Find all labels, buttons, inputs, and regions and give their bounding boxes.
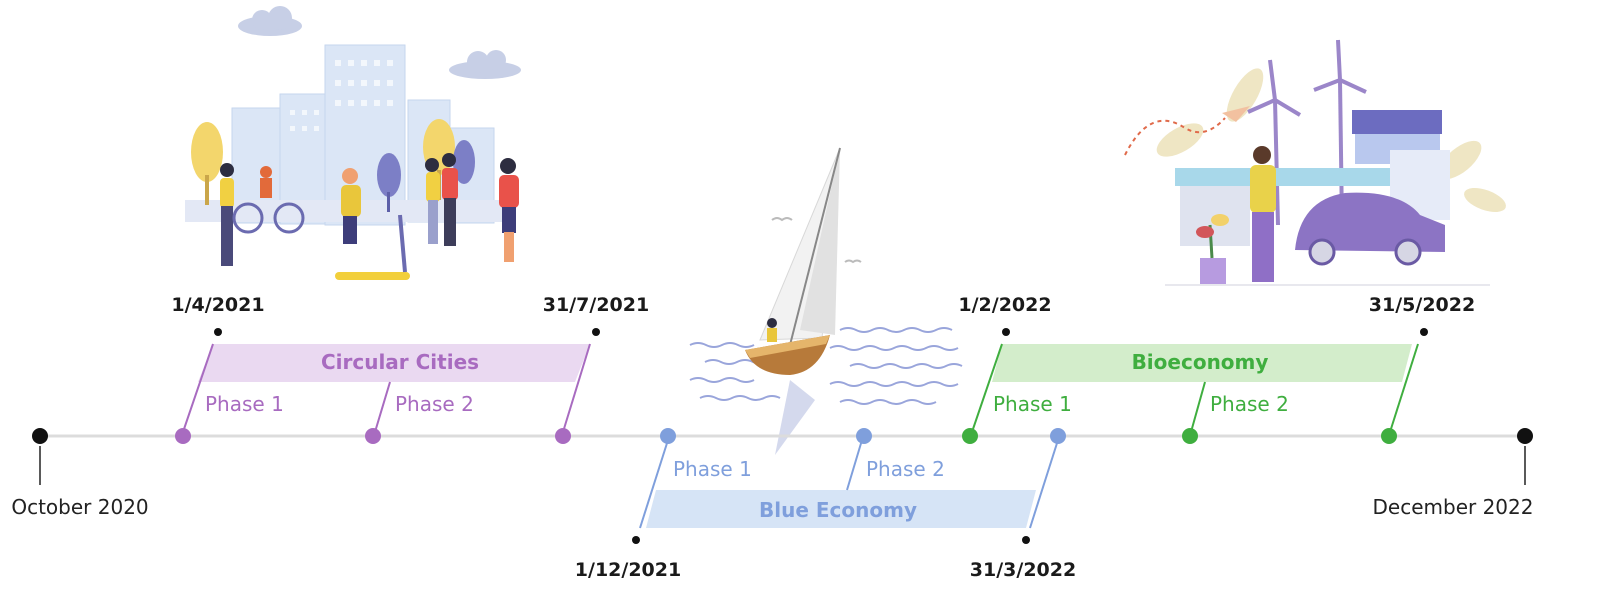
green-energy-illustration xyxy=(1124,39,1506,286)
bioeconomy-phase1-label: Phase 1 xyxy=(993,392,1072,416)
blue-economy-phase2-point xyxy=(856,428,872,444)
circular-cities-phase1-label: Phase 1 xyxy=(205,392,284,416)
timeline-start-marker xyxy=(32,428,48,485)
timeline-start-label: October 2020 xyxy=(11,495,148,519)
programme-bioeconomy: Bioeconomy Phase 1 Phase 2 1/2/2022 31/5… xyxy=(958,294,1475,444)
bioeconomy-title: Bioeconomy xyxy=(1132,350,1269,374)
blue-economy-start-point xyxy=(660,428,676,444)
blue-economy-phase2-label: Phase 2 xyxy=(866,457,945,481)
bioeconomy-phase2-point xyxy=(1182,428,1198,444)
blue-economy-end-date: 31/3/2022 xyxy=(970,559,1076,581)
circular-cities-band xyxy=(198,344,590,382)
timeline-end-marker xyxy=(1517,428,1533,485)
bioeconomy-band xyxy=(992,344,1412,382)
bioeconomy-end-point xyxy=(1381,428,1397,444)
circular-cities-start-date: 1/4/2021 xyxy=(171,294,264,316)
blue-economy-start-date: 1/12/2021 xyxy=(575,559,681,581)
bioeconomy-start-point xyxy=(962,428,978,444)
blue-economy-title: Blue Economy xyxy=(759,498,917,522)
programme-circular-cities: Circular Cities Phase 1 Phase 2 1/4/2021… xyxy=(171,294,649,444)
blue-economy-phase1-label: Phase 1 xyxy=(673,457,752,481)
circular-cities-start-point xyxy=(175,428,191,444)
bioeconomy-start-date: 1/2/2022 xyxy=(958,294,1051,316)
bioeconomy-phase2-label: Phase 2 xyxy=(1210,392,1289,416)
programme-blue-economy: Blue Economy Phase 1 Phase 2 1/12/2021 3… xyxy=(575,428,1076,581)
circular-cities-end-date: 31/7/2021 xyxy=(543,294,649,316)
circular-cities-title: Circular Cities xyxy=(321,350,479,374)
timeline-end-label: December 2022 xyxy=(1373,495,1534,519)
city-park-illustration xyxy=(185,6,521,280)
circular-cities-phase2-point xyxy=(365,428,381,444)
blue-economy-band xyxy=(646,490,1036,528)
circular-cities-phase2-label: Phase 2 xyxy=(395,392,474,416)
circular-cities-end-point xyxy=(555,428,571,444)
sailboat-illustration xyxy=(689,147,963,455)
bioeconomy-end-date: 31/5/2022 xyxy=(1369,294,1475,316)
blue-economy-end-point xyxy=(1050,428,1066,444)
